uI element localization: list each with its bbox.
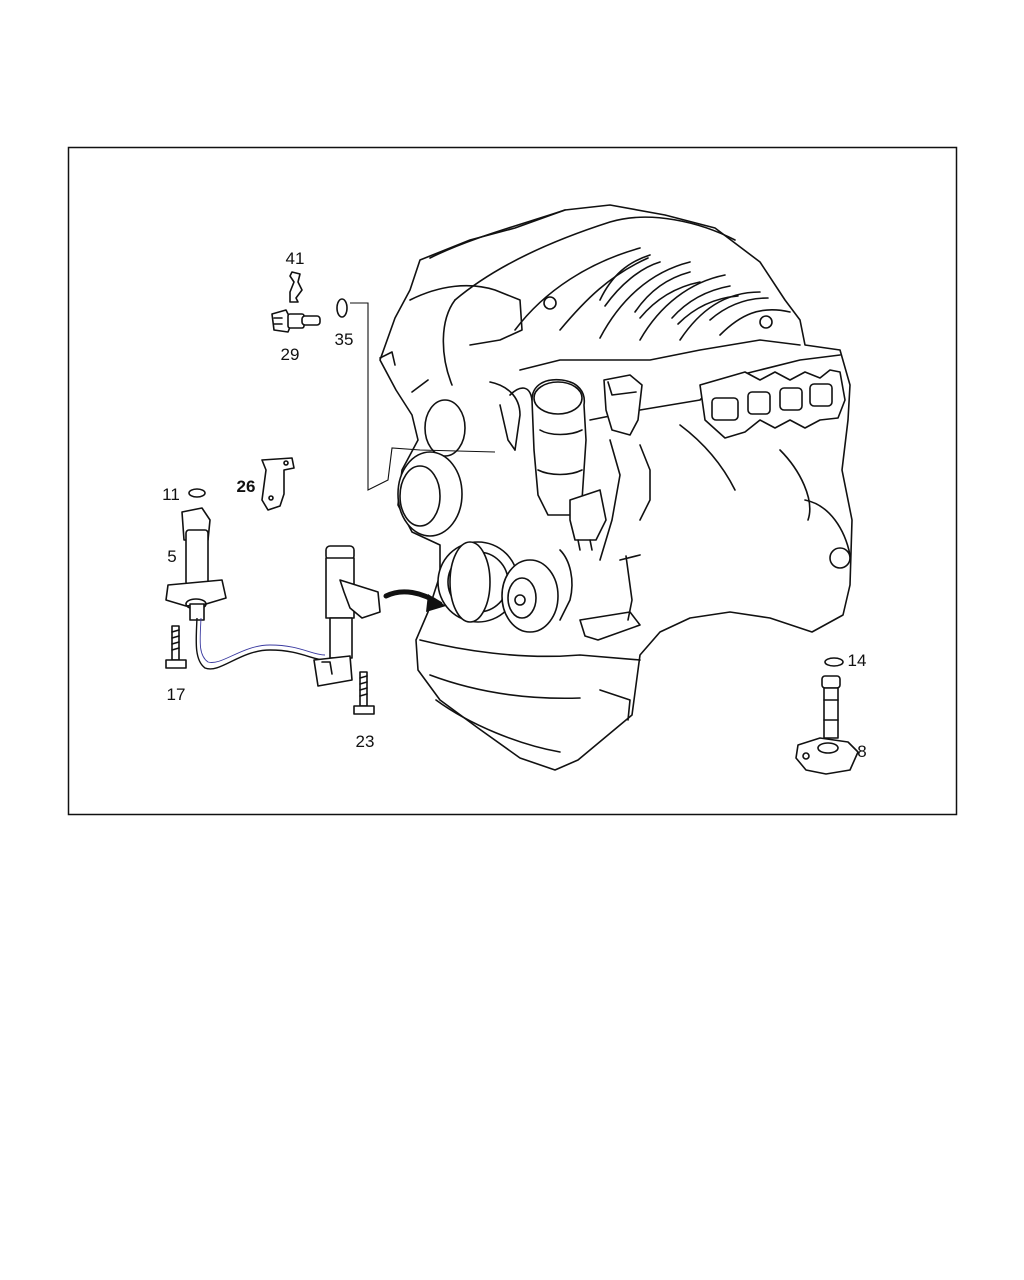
part-23-bolt bbox=[353, 671, 375, 715]
part-5-sensor bbox=[165, 507, 227, 621]
leader-line-35 bbox=[350, 302, 496, 491]
callout-11: 11 bbox=[162, 485, 180, 504]
crank-sensor-assembly bbox=[313, 545, 381, 687]
part-14-o-ring bbox=[824, 657, 844, 667]
callout-5: 5 bbox=[167, 547, 176, 566]
part-17-bolt bbox=[165, 625, 187, 669]
callout-26: 26 bbox=[237, 477, 256, 496]
callout-14: 14 bbox=[848, 651, 867, 670]
part-26-bracket bbox=[261, 457, 295, 511]
part-11-o-ring bbox=[188, 488, 206, 498]
callout-35: 35 bbox=[335, 330, 354, 349]
callout-41: 41 bbox=[286, 249, 305, 268]
engine-block bbox=[379, 204, 853, 771]
part-35-o-ring bbox=[336, 298, 348, 318]
diagram-frame bbox=[67, 146, 958, 816]
part-8-sensor bbox=[795, 675, 859, 775]
callout-23: 23 bbox=[356, 732, 375, 751]
part-29-sensor bbox=[271, 309, 321, 333]
direction-arrow-head bbox=[426, 594, 446, 612]
callout-8: 8 bbox=[857, 742, 866, 761]
callout-29: 29 bbox=[281, 345, 300, 364]
sensor-wire bbox=[195, 617, 326, 670]
callout-17: 17 bbox=[167, 685, 186, 704]
part-41-clip bbox=[289, 271, 303, 303]
